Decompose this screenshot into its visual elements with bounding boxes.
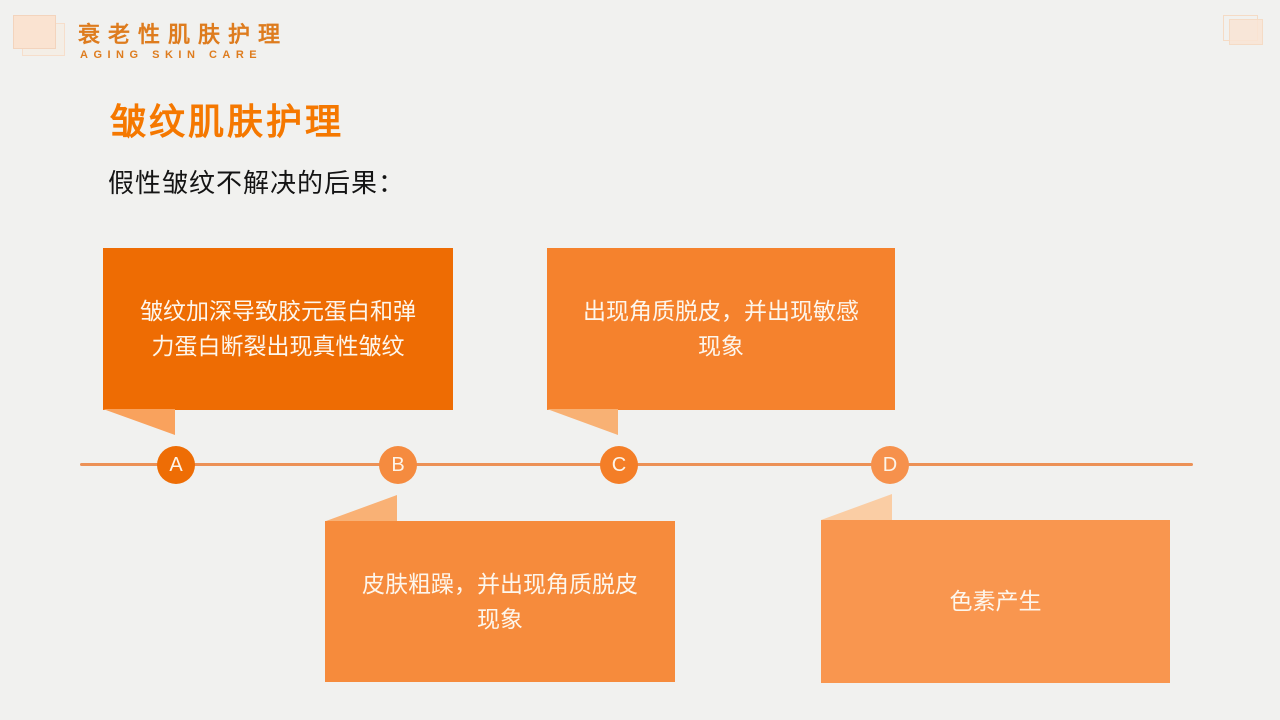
timeline-marker-c: C (600, 446, 638, 484)
marker-label-c: C (611, 453, 627, 476)
callout-box-d: 色素产生 (821, 520, 1170, 683)
brand-subtitle: AGING SKIN CARE (80, 49, 263, 61)
callout-box-a: 皱纹加深导致胶元蛋白和弹力蛋白断裂出现真性皱纹 (103, 248, 453, 410)
callout-text-c: 出现角质脱皮，并出现敏感现象 (583, 298, 859, 359)
callout-tail-c-icon (547, 409, 618, 435)
callout-box-c: 出现角质脱皮，并出现敏感现象 (547, 248, 895, 410)
callout-text-b: 皮肤粗躁，并出现角质脱皮现象 (362, 570, 638, 632)
timeline-marker-a: A (157, 446, 195, 484)
callout-tail-a-icon (103, 409, 175, 435)
brand-title: 衰老性肌肤护理 (78, 22, 289, 47)
marker-label-a: A (169, 453, 183, 476)
callout-tail-d-icon (821, 494, 892, 520)
callout-box-b: 皮肤粗躁，并出现角质脱皮现象 (325, 521, 675, 682)
corner-decoration-icon (1229, 19, 1263, 45)
section-subtitle: 假性皱纹不解决的后果： (108, 168, 406, 198)
brand-logo-icon (13, 15, 56, 49)
callout-tail-b-icon (326, 495, 397, 521)
callout-text-d: 色素产生 (949, 588, 1042, 614)
marker-label-b: B (391, 453, 405, 476)
timeline-marker-d: D (871, 446, 909, 484)
callout-text-a: 皱纹加深导致胶元蛋白和弹力蛋白断裂出现真性皱纹 (140, 298, 416, 359)
timeline-marker-b: B (379, 446, 417, 484)
marker-label-d: D (882, 453, 898, 476)
page-title: 皱纹肌肤护理 (110, 101, 345, 142)
